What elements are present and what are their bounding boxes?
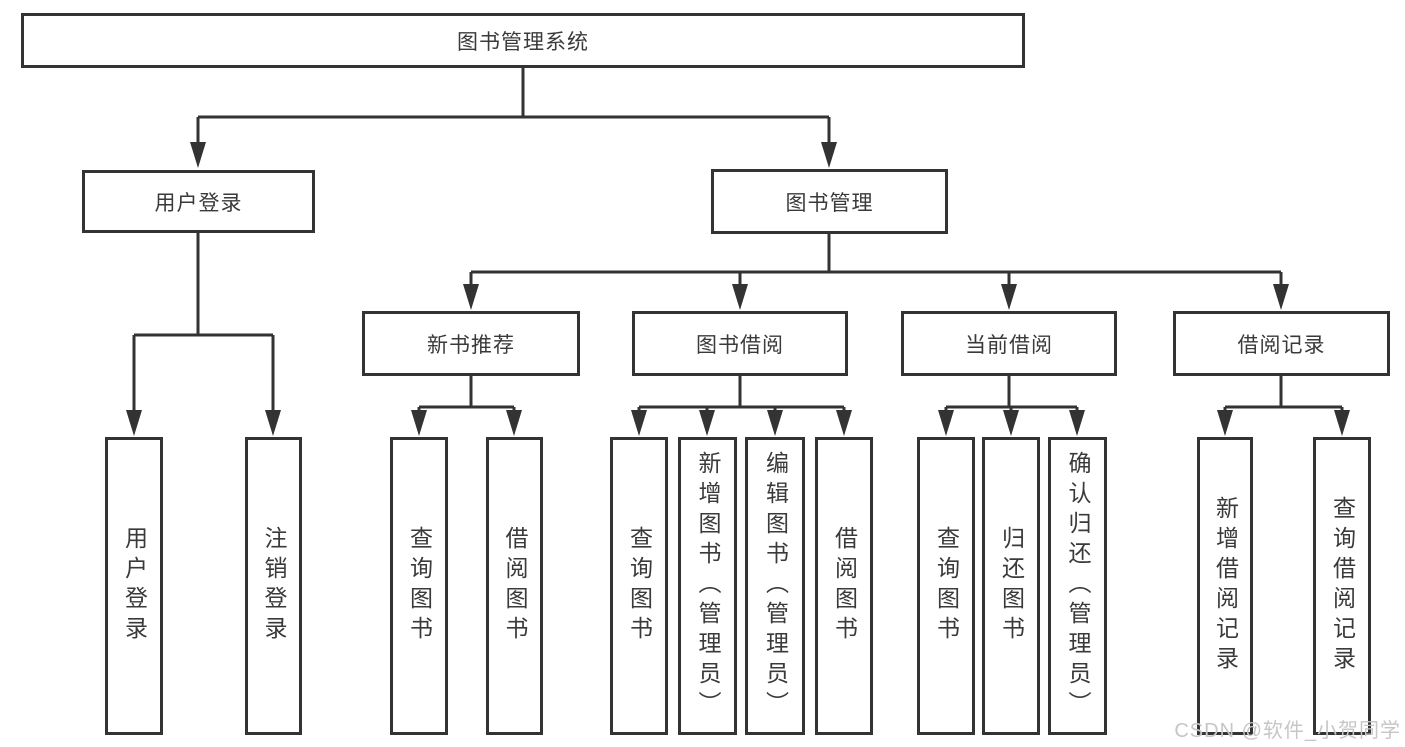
leaf-borrow-books-2: 借阅图书 — [815, 437, 873, 735]
node-new-book-recommend-label: 新书推荐 — [427, 333, 515, 357]
node-root-system-label: 图书管理系统 — [457, 30, 589, 54]
leaf-query-books-3-label: 查询图书 — [933, 526, 960, 646]
node-root-system: 图书管理系统 — [21, 13, 1025, 68]
leaf-add-books-admin: 新增图书（管理员） — [678, 437, 737, 735]
csdn-watermark: CSDN @软件_小贺同学 — [1174, 720, 1401, 742]
node-user-login-module: 用户登录 — [82, 170, 315, 233]
node-book-management-module-label: 图书管理 — [785, 191, 874, 215]
leaf-logout: 注销登录 — [245, 437, 302, 735]
leaf-query-books-2-label: 查询图书 — [626, 526, 653, 646]
leaf-return-books: 归还图书 — [982, 437, 1040, 735]
leaf-add-books-admin-label: 新增图书（管理员） — [695, 451, 721, 721]
leaf-query-books-3: 查询图书 — [917, 437, 975, 735]
node-borrow-record: 借阅记录 — [1173, 311, 1390, 376]
node-book-borrow-label: 图书借阅 — [696, 333, 784, 357]
node-user-login-module-label: 用户登录 — [154, 191, 243, 215]
node-book-borrow: 图书借阅 — [632, 311, 848, 376]
node-current-borrow: 当前借阅 — [901, 311, 1117, 376]
leaf-borrow-books-1-label: 借阅图书 — [502, 526, 528, 646]
leaf-logout-label: 注销登录 — [261, 526, 287, 646]
leaf-confirm-return-admin-label: 确认归还（管理员） — [1065, 451, 1091, 721]
node-book-management-module: 图书管理 — [711, 169, 948, 234]
leaf-query-borrow-record: 查询借阅记录 — [1313, 437, 1371, 735]
leaf-query-books-2: 查询图书 — [610, 437, 668, 735]
leaf-confirm-return-admin: 确认归还（管理员） — [1048, 437, 1107, 735]
leaf-borrow-books-1: 借阅图书 — [486, 437, 543, 735]
leaf-borrow-books-2-label: 借阅图书 — [831, 526, 858, 646]
leaf-user-login-label: 用户登录 — [121, 526, 148, 646]
leaf-add-borrow-record: 新增借阅记录 — [1197, 437, 1253, 735]
arrowheads — [126, 142, 1350, 436]
leaf-query-books-1-label: 查询图书 — [406, 526, 433, 646]
leaf-edit-books-admin-label: 编辑图书（管理员） — [762, 451, 789, 721]
leaf-edit-books-admin: 编辑图书（管理员） — [745, 437, 805, 735]
leaf-query-books-1: 查询图书 — [390, 437, 448, 735]
leaf-user-login: 用户登录 — [105, 437, 163, 735]
node-current-borrow-label: 当前借阅 — [965, 333, 1053, 357]
leaf-add-borrow-record-label: 新增借阅记录 — [1212, 496, 1239, 676]
node-borrow-record-label: 借阅记录 — [1237, 333, 1326, 357]
leaf-return-books-label: 归还图书 — [998, 526, 1025, 646]
leaf-query-borrow-record-label: 查询借阅记录 — [1329, 496, 1356, 676]
node-new-book-recommend: 新书推荐 — [362, 311, 580, 376]
